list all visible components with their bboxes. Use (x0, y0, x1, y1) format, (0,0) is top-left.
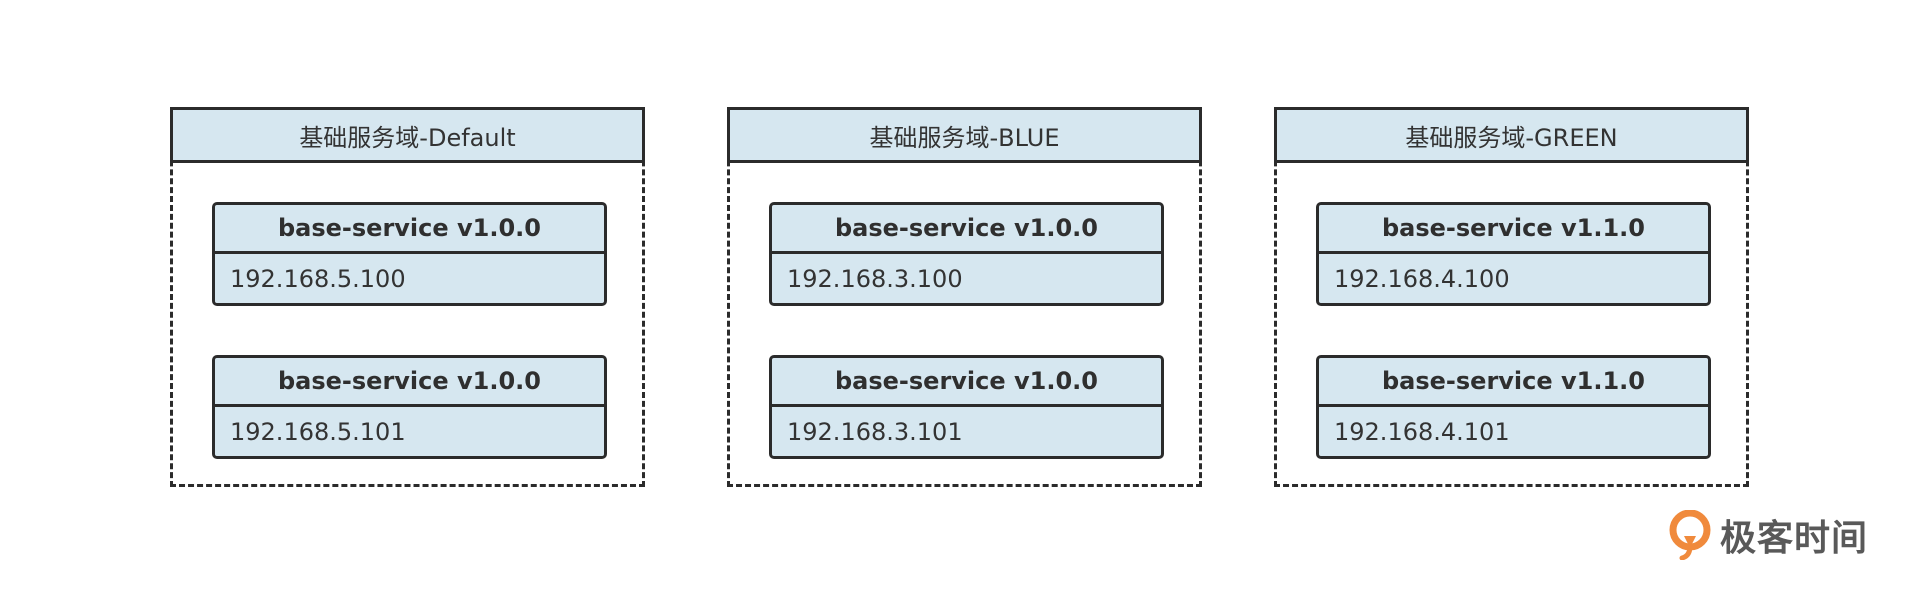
domain-default: 基础服务域-Default base-service v1.0.0 192.16… (170, 107, 645, 487)
domain-blue: 基础服务域-BLUE base-service v1.0.0 192.168.3… (727, 107, 1202, 487)
service-ip: 192.168.5.101 (230, 417, 406, 446)
domain-title: 基础服务域-Default (170, 107, 645, 163)
service-ip: 192.168.4.100 (1334, 264, 1510, 293)
geektime-logo-icon (1669, 510, 1711, 560)
service-node: base-service v1.0.0 192.168.3.100 (769, 202, 1164, 306)
service-name: base-service v1.0.0 (215, 358, 604, 407)
domain-green: 基础服务域-GREEN base-service v1.1.0 192.168.… (1274, 107, 1749, 487)
service-name: base-service v1.0.0 (772, 205, 1161, 254)
service-node: base-service v1.1.0 192.168.4.100 (1316, 202, 1711, 306)
domain-title: 基础服务域-BLUE (727, 107, 1202, 163)
service-node: base-service v1.1.0 192.168.4.101 (1316, 355, 1711, 459)
service-ip: 192.168.4.101 (1334, 417, 1510, 446)
service-name: base-service v1.0.0 (772, 358, 1161, 407)
domain-title: 基础服务域-GREEN (1274, 107, 1749, 163)
watermark-logo: 极客时间 (1668, 509, 1868, 561)
service-name: base-service v1.1.0 (1319, 358, 1708, 407)
service-name: base-service v1.1.0 (1319, 205, 1708, 254)
service-node: base-service v1.0.0 192.168.3.101 (769, 355, 1164, 459)
service-node: base-service v1.0.0 192.168.5.100 (212, 202, 607, 306)
service-ip: 192.168.5.100 (230, 264, 406, 293)
service-ip: 192.168.3.100 (787, 264, 963, 293)
service-name: base-service v1.0.0 (215, 205, 604, 254)
service-node: base-service v1.0.0 192.168.5.101 (212, 355, 607, 459)
watermark-text: 极客时间 (1720, 518, 1869, 559)
service-ip: 192.168.3.101 (787, 417, 963, 446)
